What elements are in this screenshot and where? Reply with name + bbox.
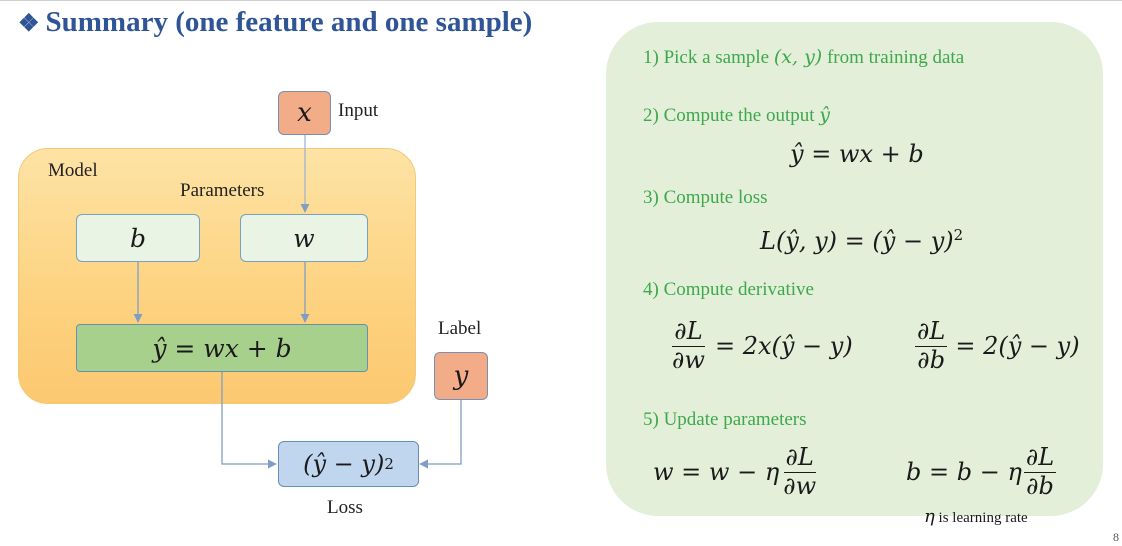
- step-1: 1) Pick a sample (x, y) from training da…: [643, 46, 964, 69]
- step-2: 2) Compute the output ŷ: [643, 104, 830, 127]
- loss-label: Loss: [327, 497, 363, 518]
- step-5: 5) Update parameters: [643, 409, 807, 430]
- update-b-den: ∂b: [1026, 471, 1054, 500]
- derivative-b-den: ∂b: [917, 345, 946, 374]
- label-to-loss-arrow: [419, 400, 462, 469]
- step-1-math: (x, y): [773, 46, 823, 68]
- update-w-equation: w = w − η ∂L∂w: [653, 443, 820, 500]
- update-b-equation: b = b − η ∂L∂b: [906, 443, 1058, 500]
- loss-box: (ŷ − y)2: [278, 441, 419, 487]
- derivative-b-equation: ∂L∂b = 2(ŷ − y): [913, 317, 1080, 374]
- derivative-w-num: ∂L: [672, 317, 705, 347]
- steps-panel: [606, 22, 1103, 516]
- param-b-box: b: [76, 214, 200, 262]
- loss-eq-exponent: 2: [384, 455, 394, 473]
- prediction-to-loss-arrow: [221, 372, 277, 469]
- step-3: 3) Compute loss: [643, 187, 768, 208]
- learning-rate-symbol: η: [924, 506, 935, 527]
- input-label: Input: [338, 100, 379, 121]
- prediction-box: ŷ = wx + b: [76, 324, 368, 372]
- update-w-lhs: w = w − η: [653, 458, 780, 487]
- update-b-num: ∂L: [1023, 443, 1057, 473]
- input-x-box: x: [278, 91, 331, 135]
- update-b-lhs: b = b − η: [906, 458, 1022, 487]
- top-divider: [0, 0, 1122, 1]
- derivative-w-equation: ∂L∂w = 2x(ŷ − y): [668, 317, 853, 374]
- update-w-den: ∂w: [783, 471, 817, 500]
- label-caption: Label: [438, 318, 482, 339]
- update-w-num: ∂L: [783, 443, 816, 473]
- derivative-b-fraction: ∂L∂b: [915, 317, 948, 374]
- step-1-text-end: from training data: [822, 47, 965, 68]
- step-3-equation: L(ŷ, y) = (ŷ − y)2: [760, 226, 963, 255]
- step-2-equation: ŷ = wx + b: [790, 140, 924, 168]
- step-2-text: 2) Compute the output: [643, 105, 820, 126]
- slide-title: ❖Summary (one feature and one sample): [18, 6, 532, 39]
- derivative-w-fraction: ∂L∂w: [670, 317, 707, 374]
- step-3-eq-exponent: 2: [953, 226, 964, 244]
- update-b-fraction: ∂L∂b: [1023, 443, 1057, 500]
- page-number: 8: [1113, 530, 1119, 544]
- step-3-eq-base: L(ŷ, y) = (ŷ − y): [760, 227, 954, 255]
- diamond-bullet-icon: ❖: [18, 11, 40, 37]
- learning-rate-note: η is learning rate: [924, 506, 1028, 527]
- learning-rate-text: is learning rate: [934, 510, 1028, 526]
- parameters-label: Parameters: [180, 180, 265, 201]
- derivative-w-den: ∂w: [672, 345, 705, 374]
- derivative-b-rhs: = 2(ŷ − y): [955, 332, 1080, 361]
- slide-title-text: Summary (one feature and one sample): [45, 6, 533, 38]
- step-1-text: 1) Pick a sample: [643, 47, 774, 68]
- step-2-math: ŷ: [819, 104, 830, 126]
- loss-eq-base: (ŷ − y): [303, 450, 385, 478]
- derivative-w-rhs: = 2x(ŷ − y): [714, 332, 853, 361]
- label-y-box: y: [434, 352, 488, 400]
- param-w-box: w: [240, 214, 368, 262]
- step-4: 4) Compute derivative: [643, 279, 814, 300]
- update-w-fraction: ∂L∂w: [781, 443, 818, 500]
- model-label: Model: [48, 160, 98, 181]
- derivative-b-num: ∂L: [915, 317, 948, 347]
